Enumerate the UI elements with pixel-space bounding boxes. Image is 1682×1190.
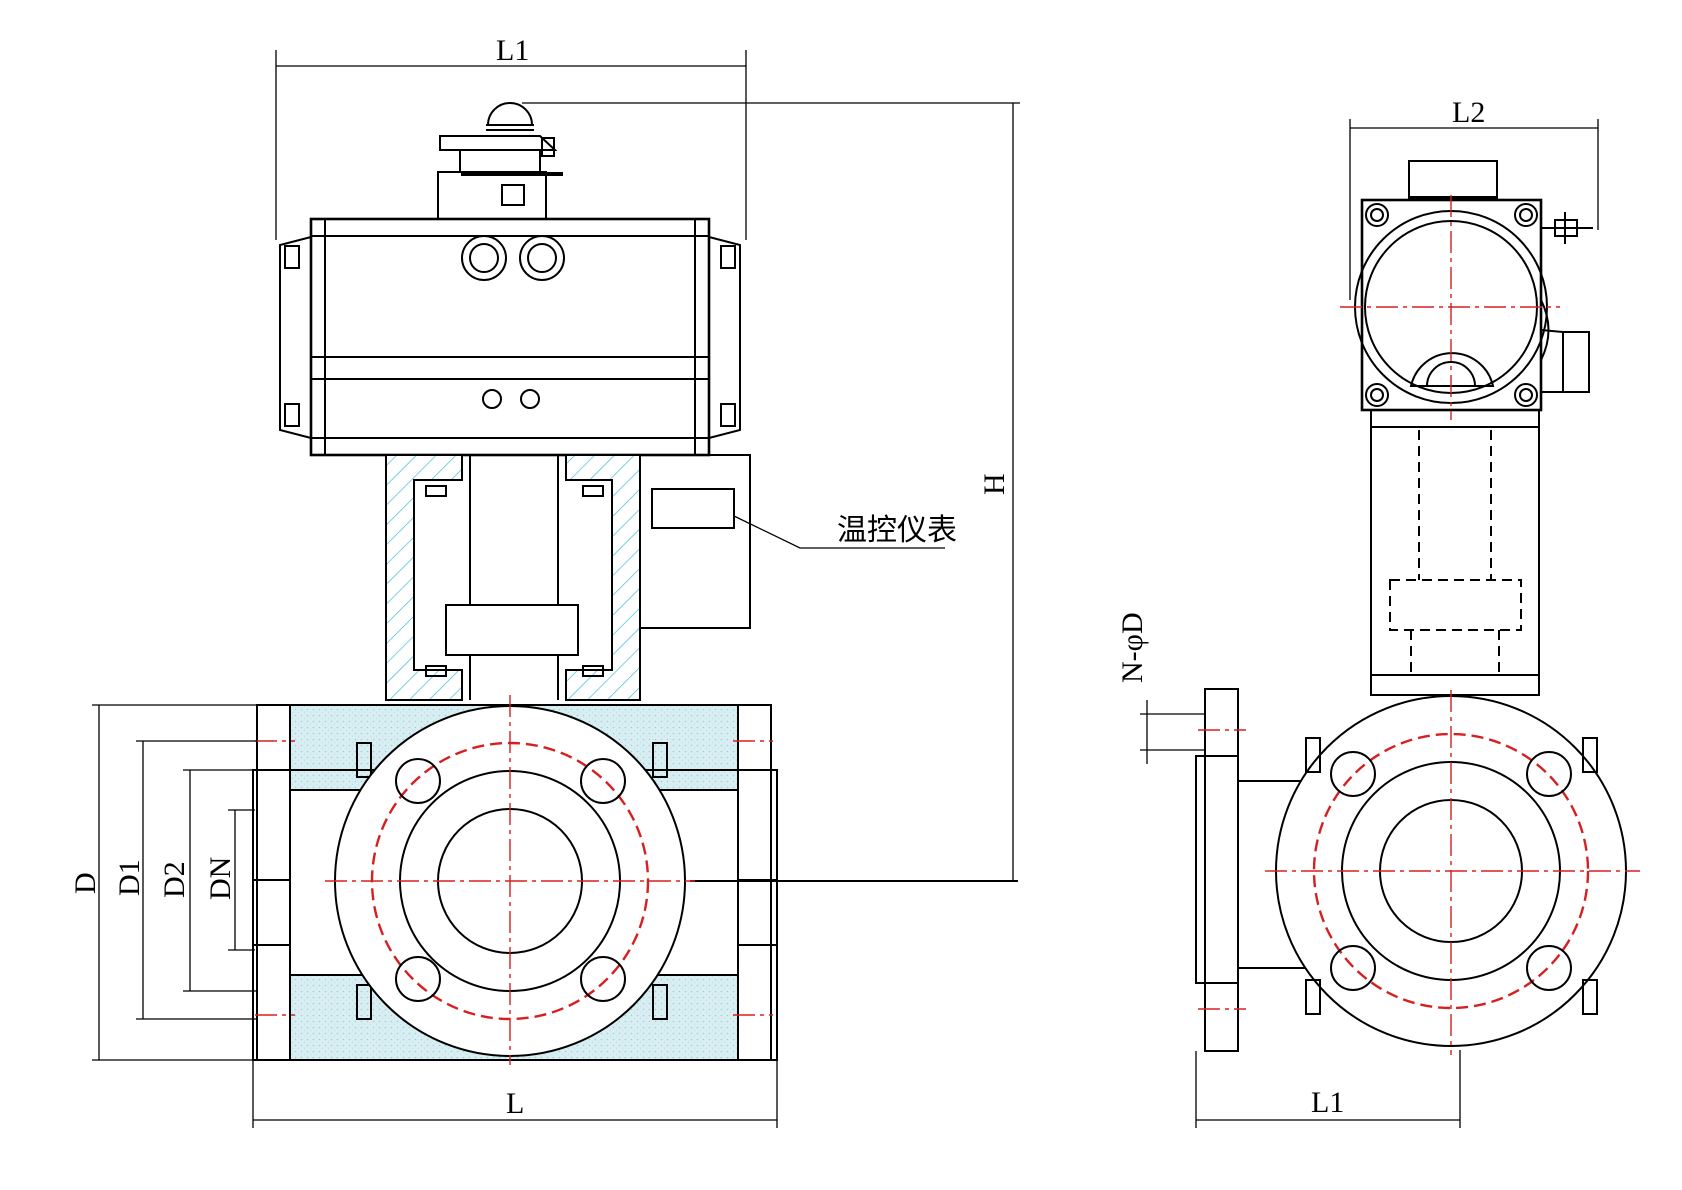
side-bracket: [1362, 409, 1541, 696]
dim-label-d1: D1: [113, 859, 146, 896]
dim-label-h: H: [978, 473, 1011, 495]
side-actuator: [1340, 160, 1593, 420]
side-valve-body: [1195, 688, 1640, 1055]
front-view: 温控仪表: [69, 34, 1020, 1128]
dim-label-d: D: [69, 872, 102, 894]
dim-label-l1-front: L1: [496, 34, 529, 67]
dim-label-dn: DN: [204, 857, 237, 900]
position-indicator: [437, 102, 563, 219]
dim-front-l: L: [252, 1060, 778, 1128]
dim-side-l2: L2: [1349, 96, 1599, 300]
thermostat-label: 温控仪表: [837, 513, 957, 548]
dim-label-bolt-holes: N-φD: [1116, 612, 1149, 683]
front-flange-face: [255, 695, 773, 1065]
dim-side-l1: L1: [1195, 1050, 1461, 1128]
dim-label-l: L: [506, 1087, 524, 1120]
dim-diameters: D D1 D2 DN: [69, 704, 290, 1061]
dim-front-h: H: [522, 102, 1020, 881]
dim-label-d2: D2: [158, 861, 191, 898]
thermostat-box: 温控仪表: [639, 454, 957, 629]
dim-label-l1-side: L1: [1311, 1086, 1344, 1119]
dim-label-l2: L2: [1452, 96, 1485, 129]
side-view: L2 L1 N-φD: [1116, 96, 1640, 1128]
dim-bolt-holes: N-φD: [1116, 612, 1206, 764]
pneumatic-actuator: [279, 217, 741, 457]
mounting-bracket: [385, 454, 641, 701]
dim-front-l1: L1: [275, 34, 747, 240]
